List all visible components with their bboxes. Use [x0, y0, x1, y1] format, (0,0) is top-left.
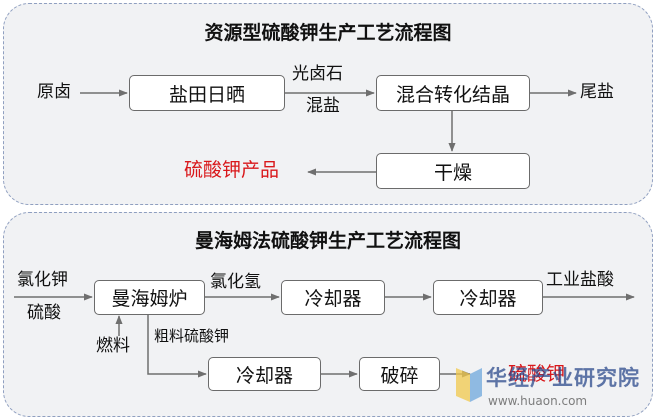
label-fuel: 燃料 — [96, 336, 130, 356]
watermark-brand: 华经产业研究院 — [486, 366, 640, 390]
node-salt-field: 盐田日晒 — [129, 75, 285, 111]
brand-logo-icon — [456, 368, 482, 402]
node-cooler-c: 冷却器 — [208, 357, 321, 391]
node-mannheim-furnace: 曼海姆炉 — [94, 280, 205, 315]
label-tail-salt: 尾盐 — [580, 82, 614, 102]
label-crude-potassium-sulfate: 粗料硫酸钾 — [154, 327, 230, 345]
label-industrial-hydrochloric-acid: 工业盐酸 — [546, 270, 614, 290]
label-potassium-chloride: 氯化钾 — [17, 270, 68, 290]
node-drying: 干燥 — [376, 153, 530, 189]
label-sulfuric-acid: 硫酸 — [27, 303, 61, 323]
label-carnallite: 光卤石 — [292, 64, 343, 84]
label-potassium-sulfate-product: 硫酸钾产品 — [184, 159, 280, 181]
watermark: 华经产业研究院 www.huaon.com — [446, 356, 646, 416]
node-mix-convert-crystallize: 混合转化结晶 — [376, 75, 530, 111]
watermark-site: www.huaon.com — [488, 394, 588, 408]
arrow-furnace-to-cooler-c — [147, 315, 207, 378]
diagram-title-mannheim: 曼海姆法硫酸钾生产工艺流程图 — [194, 230, 461, 252]
label-potassium-sulfate-output: 硫酸钾 — [508, 363, 566, 385]
diagram-title-resource: 资源型硫酸钾生产工艺流程图 — [204, 22, 452, 44]
label-mixed-salt: 混盐 — [306, 96, 340, 116]
node-cooler-b: 冷却器 — [433, 280, 543, 315]
node-cooler-a: 冷却器 — [281, 280, 385, 315]
node-crushing: 破碎 — [359, 357, 440, 391]
label-raw-brine: 原卤 — [37, 82, 71, 102]
label-hydrogen-chloride: 氯化氢 — [210, 272, 261, 292]
